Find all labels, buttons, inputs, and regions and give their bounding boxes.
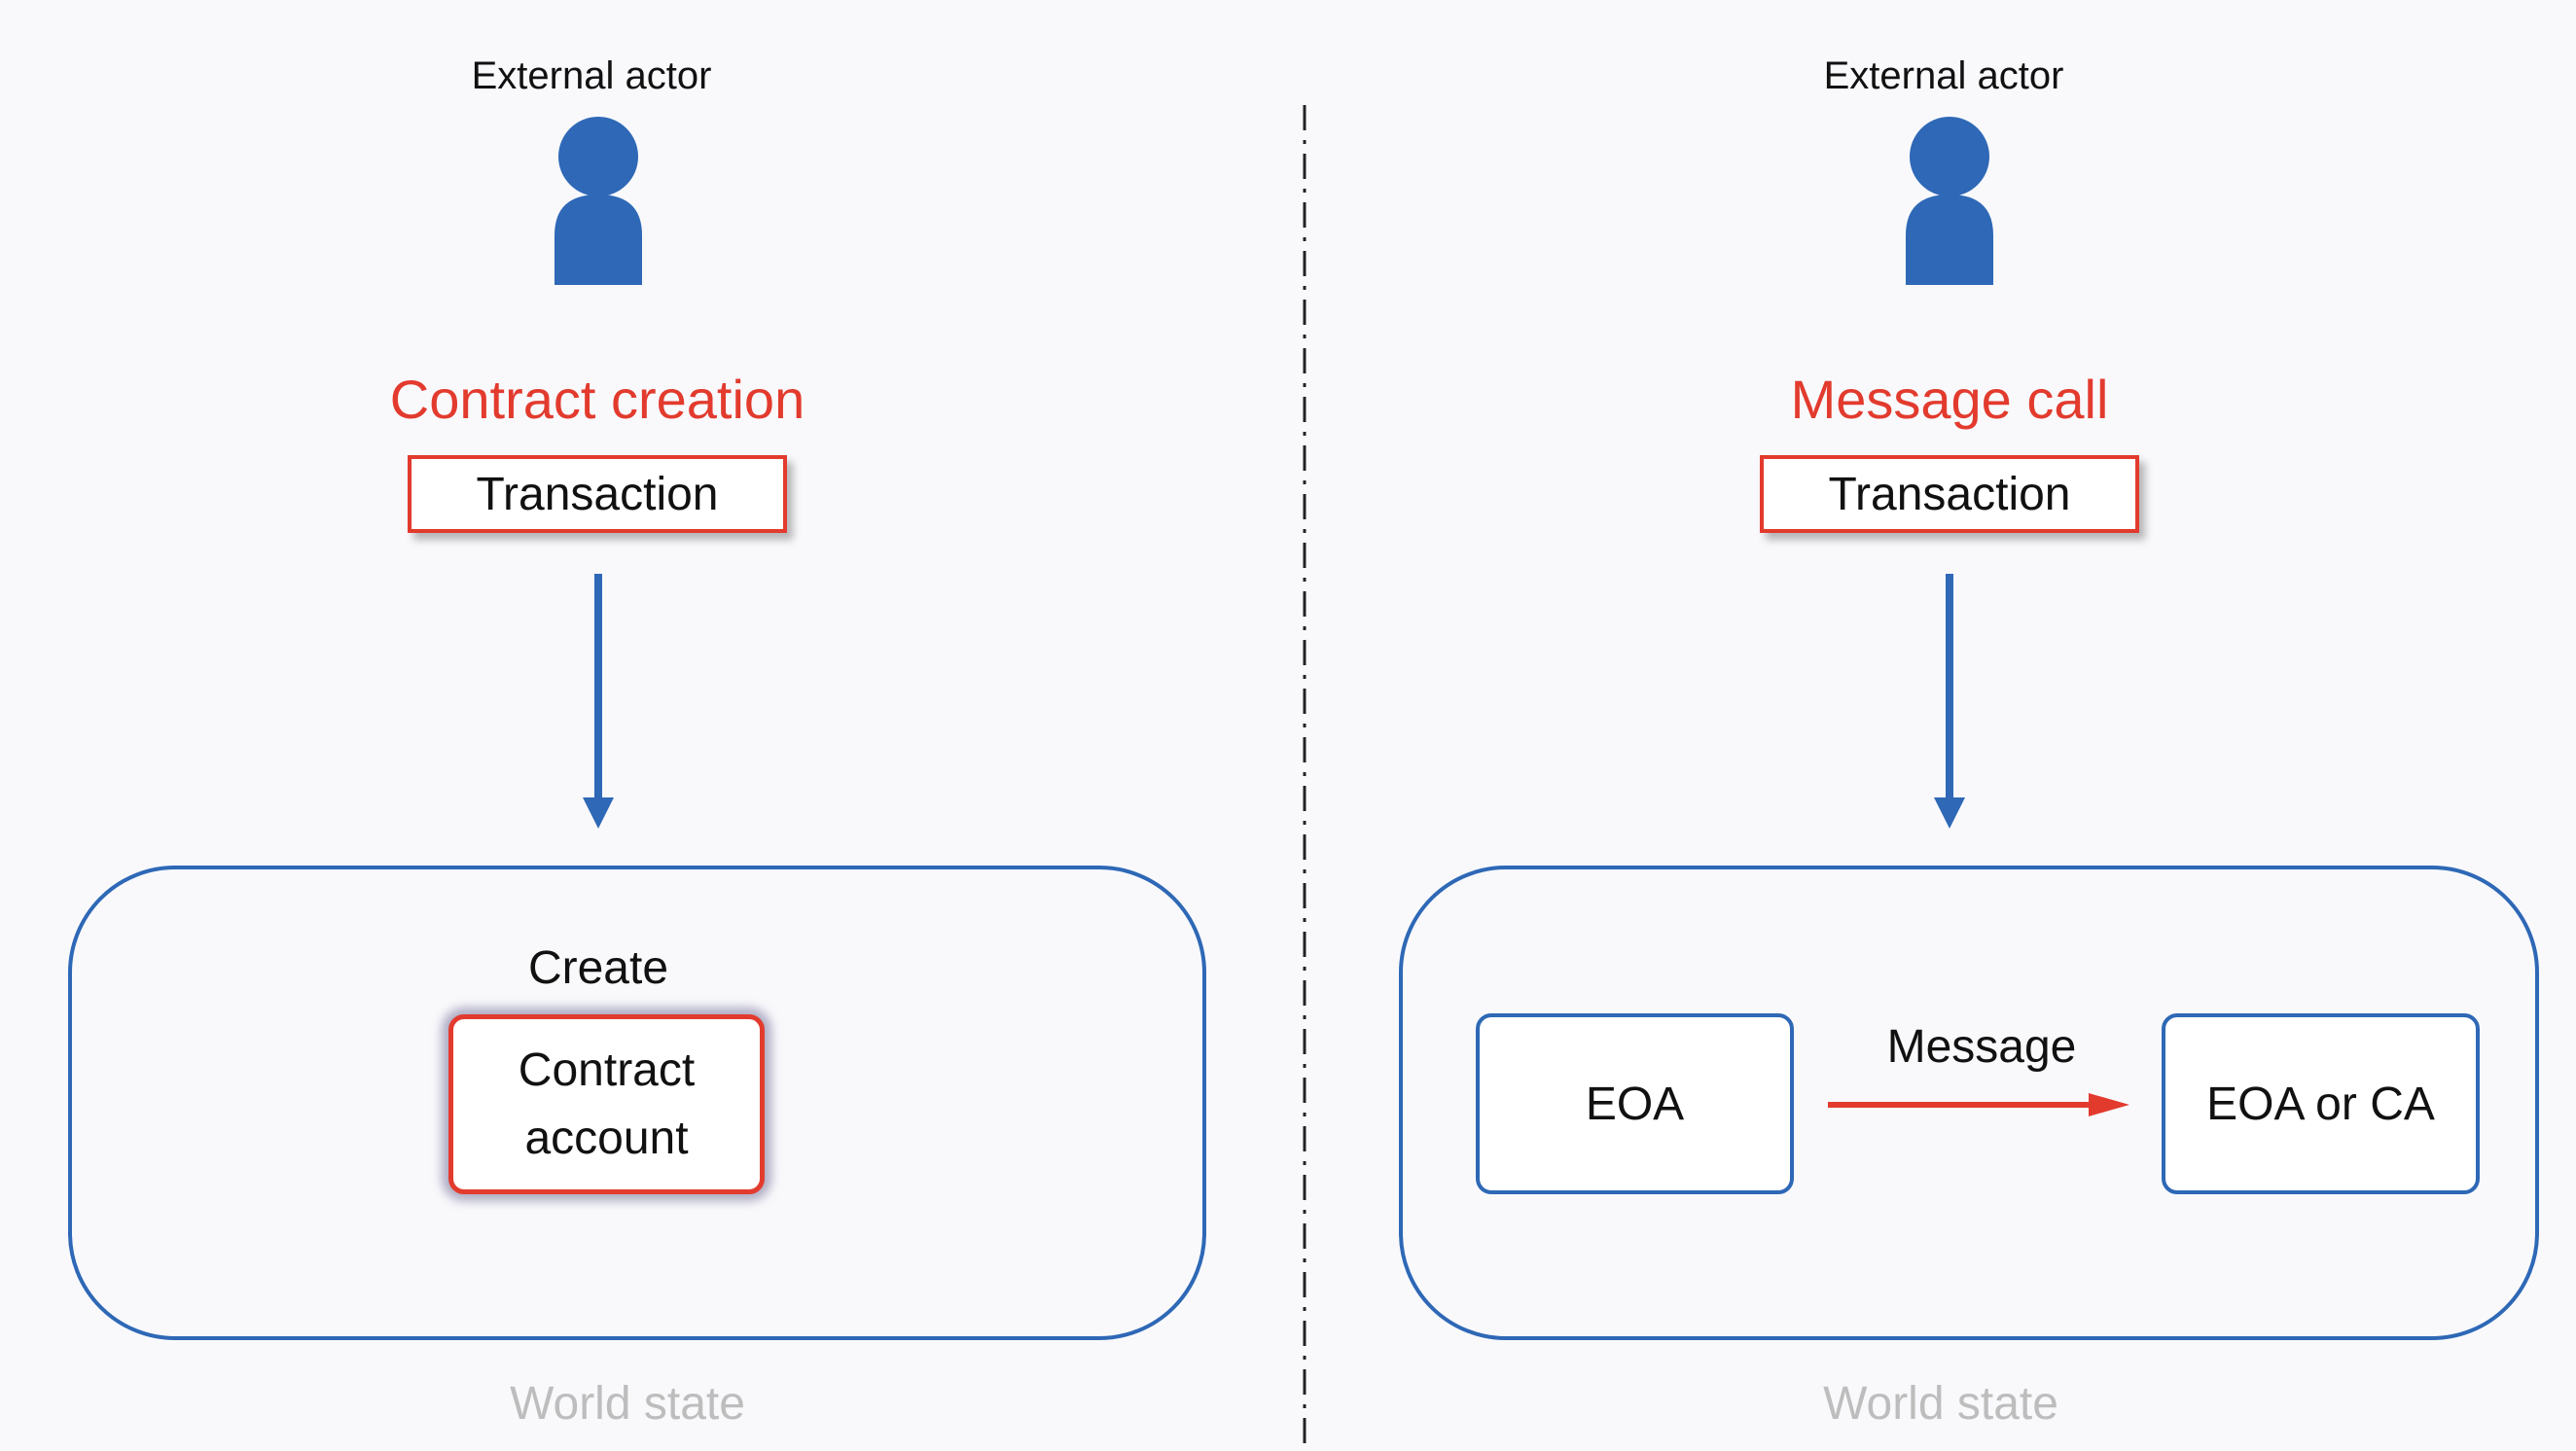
message-label: Message	[1886, 1020, 2077, 1073]
right-world-state-container	[1399, 866, 2539, 1340]
eoa-or-ca-box: EOA or CA	[2162, 1013, 2480, 1194]
create-label: Create	[527, 941, 669, 994]
message-arrow-right-icon	[1828, 1093, 2129, 1116]
right-transaction-label: Transaction	[1828, 468, 2071, 520]
left-person-icon	[555, 117, 642, 285]
left-heading-contract-creation: Contract creation	[389, 368, 805, 430]
eoa-label: EOA	[1585, 1078, 1685, 1130]
contract-account-line2: account	[524, 1112, 689, 1164]
right-person-icon	[1906, 117, 1993, 285]
right-arrow-down-icon	[1934, 574, 1965, 829]
contract-account-box: Contract account	[448, 1014, 765, 1194]
left-world-state-label: World state	[510, 1377, 745, 1430]
right-heading-message-call: Message call	[1790, 368, 2109, 430]
left-actor-label: External actor	[471, 53, 712, 97]
dash-dot-divider	[1303, 105, 1306, 1447]
contract-account-line1: Contract	[518, 1044, 696, 1096]
left-transaction-box: Transaction	[408, 455, 787, 533]
right-transaction-box: Transaction	[1760, 455, 2139, 533]
eoa-or-ca-label: EOA or CA	[2206, 1078, 2435, 1130]
left-arrow-down-icon	[583, 574, 614, 829]
eoa-box: EOA	[1476, 1013, 1794, 1194]
right-actor-label: External actor	[1823, 53, 2064, 97]
right-world-state-label: World state	[1823, 1377, 2058, 1430]
left-transaction-label: Transaction	[476, 468, 719, 520]
left-world-state-container	[68, 866, 1206, 1340]
